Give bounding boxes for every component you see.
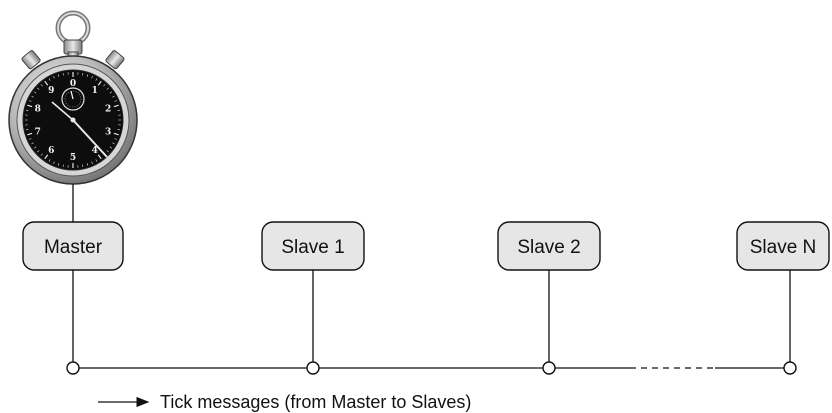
dial-number: 5: [70, 153, 76, 163]
dial-tick: [91, 76, 93, 79]
slave-n-label: Slave N: [750, 237, 817, 258]
stopwatch-icon: 0 12 34 5 67 89: [8, 10, 138, 185]
dial-tick: [86, 74, 89, 77]
dial-tick: [44, 80, 49, 86]
dial-tick: [117, 129, 121, 131]
dial-tick: [29, 100, 32, 102]
dial-tick: [40, 153, 43, 156]
slave-n-port: [783, 361, 797, 375]
dial-tick: [103, 84, 106, 87]
dial-number: 0: [70, 79, 76, 89]
dial-tick: [109, 146, 113, 149]
slave-2-label: Slave 2: [517, 237, 580, 258]
master-label: Master: [44, 237, 103, 258]
dial-tick: [112, 142, 115, 145]
legend-text: Tick messages (from Master to Slaves): [160, 392, 471, 412]
dial-number: 3: [105, 127, 111, 137]
node-slave-1: Slave 1: [261, 221, 365, 375]
dial-tick: [29, 138, 32, 140]
dial-tick: [48, 78, 51, 81]
legend: Tick messages (from Master to Slaves): [98, 392, 471, 412]
dial-tick: [114, 100, 117, 102]
dial-tick: [106, 87, 109, 90]
dial-tick: [57, 163, 60, 166]
master-box: [22, 221, 124, 271]
dial-tick: [97, 80, 102, 86]
dial-tick: [113, 132, 119, 136]
dial-number: 8: [35, 105, 41, 115]
slave-2-port: [542, 361, 556, 375]
dial-tick: [27, 132, 33, 136]
dial-tick: [27, 104, 33, 108]
dial-tick: [62, 72, 64, 76]
dial-tick: [31, 95, 34, 98]
dial-number: 6: [48, 146, 54, 156]
dial-tick: [33, 91, 37, 94]
dial-tick: [53, 161, 55, 164]
node-slave-n: Slave N: [736, 221, 830, 375]
dial-tick: [62, 164, 64, 168]
dial-tick: [86, 163, 89, 166]
dial-tick: [113, 104, 119, 108]
dial-tick: [82, 72, 84, 76]
master-port: [66, 361, 80, 375]
slave-n-box: [736, 221, 830, 271]
dial-tick: [82, 164, 84, 168]
node-slave-2: Slave 2: [497, 221, 601, 375]
dial-tick: [25, 109, 29, 111]
dial-tick: [91, 161, 93, 164]
dial-tick: [117, 109, 121, 111]
dial-tick: [53, 76, 55, 79]
slave-1-box: [261, 221, 365, 271]
dial-number: 7: [35, 127, 41, 137]
dial-tick: [33, 146, 37, 149]
dial-tick: [40, 84, 43, 87]
dial-tick: [97, 154, 102, 160]
dial-tick: [57, 74, 60, 77]
dial-tick: [44, 154, 49, 160]
dial-tick: [106, 150, 109, 153]
dial-tick: [95, 78, 98, 81]
dial-number: 9: [48, 86, 54, 96]
dial-tick: [37, 87, 40, 90]
dial-tick: [112, 95, 115, 98]
dial-tick: [95, 159, 98, 162]
dial-number: 4: [92, 146, 98, 156]
dial-tick: [109, 91, 113, 94]
dial-number: 2: [105, 105, 111, 115]
dial-tick: [31, 142, 34, 145]
dial-tick: [114, 138, 117, 140]
slave-1-port: [306, 361, 320, 375]
dial-tick: [37, 150, 40, 153]
node-master: Master: [22, 221, 124, 375]
dial-tick: [25, 129, 29, 131]
slave-1-label: Slave 1: [281, 237, 344, 258]
dial-tick: [48, 159, 51, 162]
dial-number: 1: [92, 86, 98, 96]
slave-2-box: [497, 221, 601, 271]
